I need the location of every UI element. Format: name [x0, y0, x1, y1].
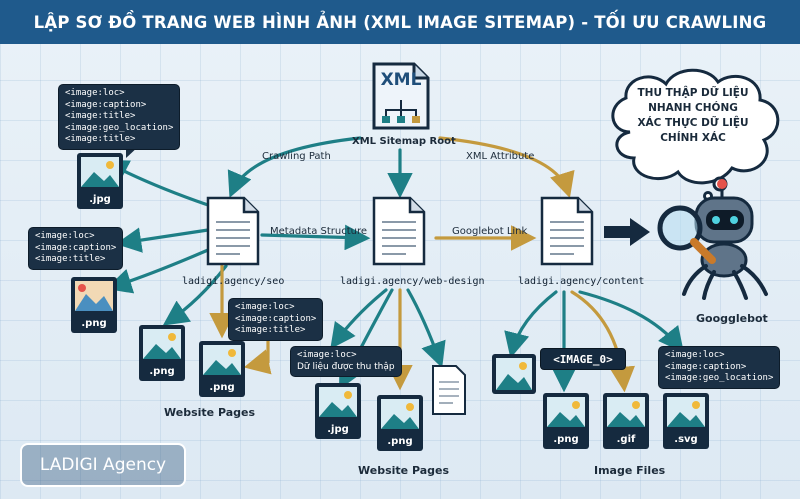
bot-label: Googglebot	[696, 312, 768, 325]
edge-root-seo	[227, 136, 362, 198]
edge-wd-doc	[406, 288, 446, 369]
ext-label-jpg: .jpg	[89, 194, 111, 205]
edge-root-content	[438, 136, 575, 199]
image-file-icon	[139, 325, 185, 381]
image-file-icon	[77, 153, 123, 209]
ext-label-png: .png	[149, 366, 175, 377]
edge-ct-gif	[570, 290, 636, 393]
ext-label-jpg: .jpg	[327, 424, 349, 435]
ext-label-png: .png	[209, 382, 235, 393]
edge-label-metadata-structure: Metadata Structure	[270, 226, 368, 237]
callout-line: <image:caption>	[665, 361, 747, 372]
page-document-icon	[372, 196, 426, 266]
callout-line: <image:loc>	[297, 350, 357, 360]
callout-top-left: <image:loc> <image:caption> <image:title…	[58, 84, 181, 150]
callout-seo-child: <image:loc> <image:caption> <image:title…	[228, 298, 324, 341]
callout-line: <image:caption>	[235, 313, 317, 324]
page-url-content: ladigi.agency/content	[518, 276, 645, 287]
image-file-icon	[199, 341, 245, 397]
image-file-icon	[543, 393, 589, 449]
edge-seo-png1	[162, 264, 228, 326]
image-file-icon	[71, 277, 117, 333]
cloud-line: XÁC THỰC DỮ LIỆU	[637, 117, 749, 129]
callout-line: <image:title>	[35, 254, 106, 264]
brand-badge: LADIGI Agency	[20, 443, 186, 487]
callout-line: <image:geo_location>	[65, 122, 174, 133]
callout-line: <image:loc>	[235, 302, 295, 312]
section-label-image-files: Image Files	[594, 464, 666, 477]
ext-label-png: .png	[553, 434, 579, 445]
callout-line: <image:loc>	[65, 88, 125, 98]
ext-label-gif: .gif	[616, 434, 636, 445]
callout-line: <image:title>	[65, 111, 136, 121]
title-bar: LẬP SƠ ĐỒ TRANG WEB HÌNH ẢNH (XML IMAGE …	[0, 0, 800, 44]
image-file-icon	[315, 383, 361, 439]
image-file-icon	[663, 393, 709, 449]
callout-line: <image:loc>	[665, 350, 725, 360]
cloud-line: NHANH CHÓNG	[648, 102, 738, 114]
callout-line: <image:caption>	[65, 99, 147, 110]
callout-line: <image:title>	[235, 325, 306, 335]
edge-ct-svg	[578, 290, 684, 354]
callout-line: <image:title>	[65, 134, 136, 144]
callout-content-right: <image:loc> <image:caption> <image:geo_l…	[658, 346, 781, 389]
edge-ct-a	[504, 290, 558, 359]
thought-cloud-icon	[611, 68, 780, 201]
arrow-to-bot	[604, 218, 650, 246]
edge-wd-a	[330, 288, 388, 350]
root-label: XML Sitemap Root	[352, 136, 456, 147]
callout-mid-left: <image:loc> <image:caption> <image:title…	[28, 227, 124, 270]
edge-label-xml-attribute: XML Attribute	[466, 151, 535, 162]
edge-seo-midcallout	[115, 227, 210, 253]
page-url-seo: ladigi.agency/seo	[182, 276, 285, 287]
page-document-icon	[206, 196, 260, 266]
edge-label-crawling-path: Crawling Path	[262, 151, 331, 162]
edge-label-googlebot-link: Googlebot Link	[452, 226, 528, 237]
ext-label-png: .png	[81, 318, 107, 329]
edge-callout-png2	[243, 334, 272, 375]
image-tag-badge: <IMAGE_0>	[540, 348, 626, 370]
page-url-web-design: ladigi.agency/web-design	[340, 276, 485, 287]
callout-web-design-child: <image:loc> Dữ liệu được thu thập	[290, 346, 402, 377]
image-file-icon	[603, 393, 649, 449]
callout-line: Dữ liệu được thu thập	[297, 361, 395, 372]
callout-line: <image:geo_location>	[665, 373, 774, 383]
image-file-icon	[492, 354, 536, 394]
robot-icon	[657, 179, 768, 300]
cloud-line: CHÍNH XÁC	[660, 132, 726, 144]
page-document-icon	[540, 196, 594, 266]
xml-root-icon-text: XML	[380, 70, 422, 90]
section-label-website-pages: Website Pages	[164, 406, 256, 419]
page-title: LẬP SƠ ĐỒ TRANG WEB HÌNH ẢNH (XML IMAGE …	[33, 12, 767, 32]
cloud-text: THU THẬP DỮ LIỆU NHANH CHÓNG XÁC THỰC DỮ…	[618, 86, 768, 146]
section-label-website-pages: Website Pages	[358, 464, 450, 477]
page-document-icon	[432, 365, 466, 415]
callout-line: <image:loc>	[35, 231, 95, 241]
edge-seo-webdesign	[260, 224, 371, 251]
xml-root-icon	[372, 62, 430, 130]
ext-label-png: .png	[387, 436, 413, 447]
ext-label-svg: .svg	[674, 434, 698, 445]
cloud-line: THU THẬP DỮ LIỆU	[637, 87, 749, 99]
image-file-icon	[377, 395, 423, 451]
callout-line: <image:caption>	[35, 242, 117, 253]
edge-seo-png-left	[105, 248, 210, 294]
